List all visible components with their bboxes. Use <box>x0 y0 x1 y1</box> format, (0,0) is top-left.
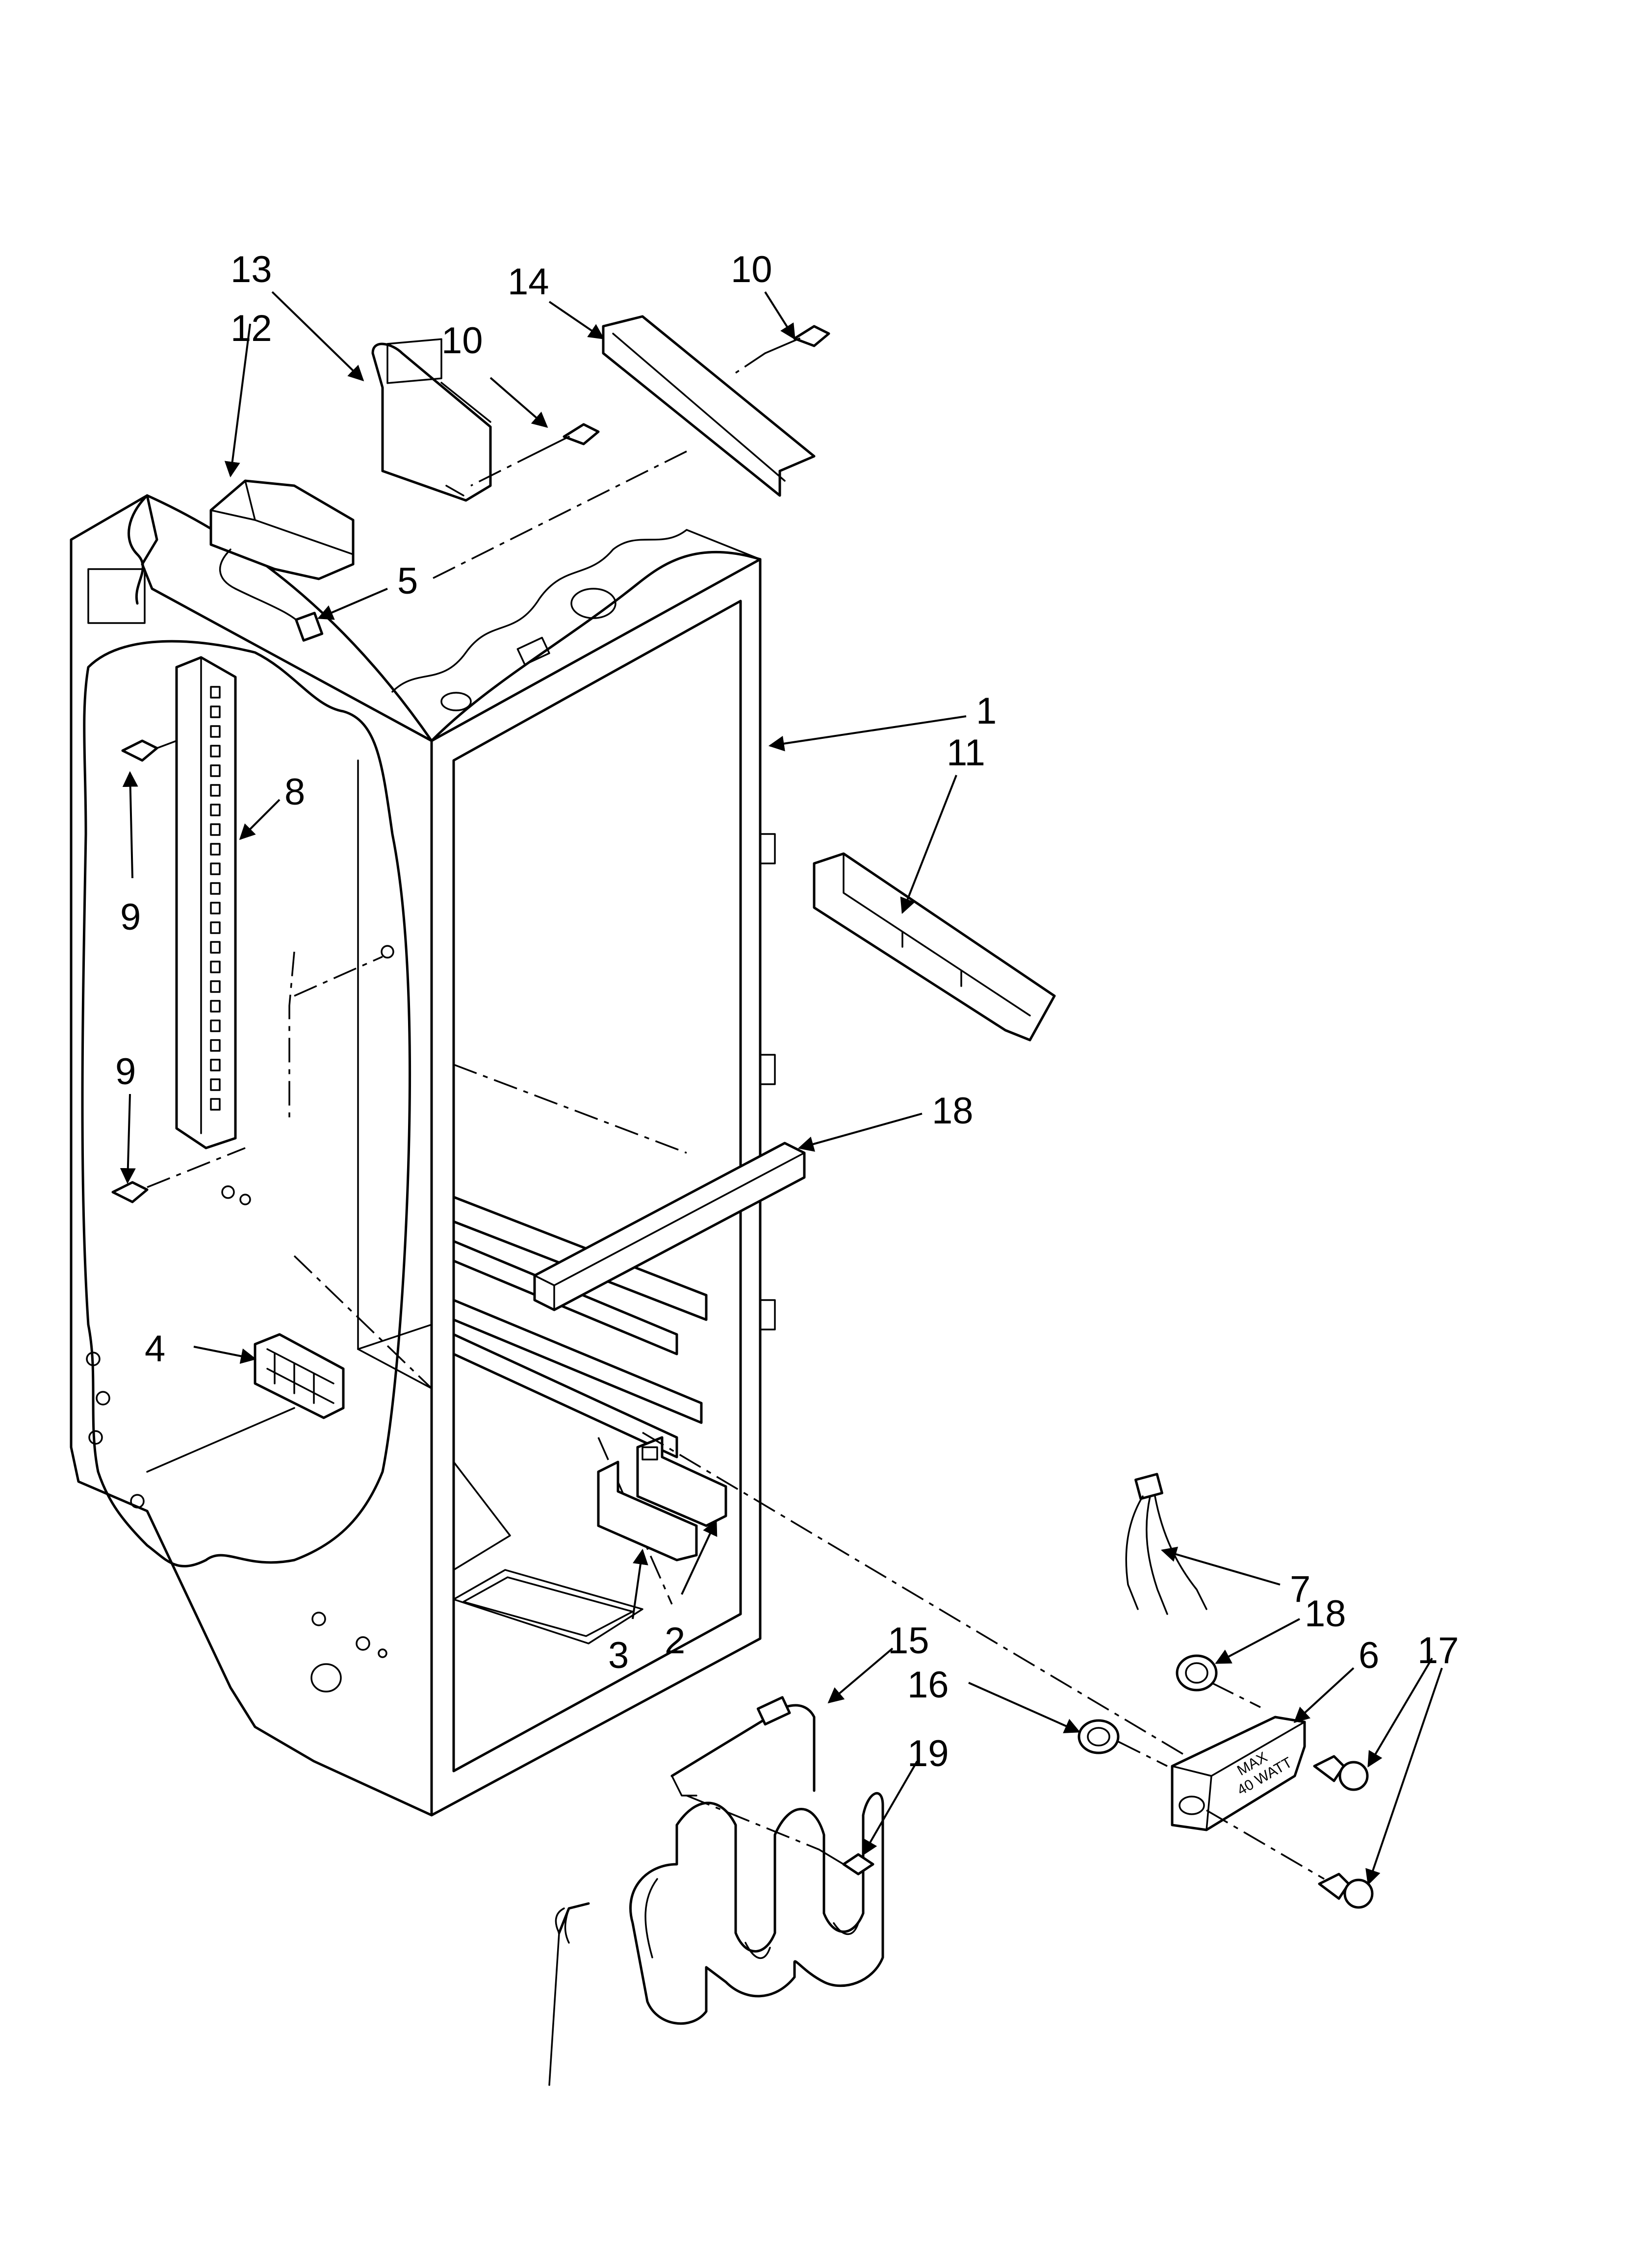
callout-18-crossbar: 18 <box>932 1090 974 1132</box>
callout-19: 19 <box>907 1733 949 1774</box>
ladder-slot <box>210 725 221 738</box>
part-7-wire-harness <box>1125 1473 1207 1615</box>
screw-10-left <box>539 423 600 452</box>
ladder-slot <box>210 1039 221 1052</box>
part-2-bracket <box>636 1436 727 1527</box>
ladder-slot <box>210 804 221 816</box>
ladder-slot <box>210 1059 221 1071</box>
ladder-slot <box>210 980 221 993</box>
ladder-slot <box>210 686 221 699</box>
callout-12: 12 <box>231 308 272 349</box>
ladder-slot <box>210 1098 221 1111</box>
part-3-bracket <box>597 1460 698 1562</box>
callout-9-bottom: 9 <box>115 1051 136 1093</box>
callout-5: 5 <box>397 560 418 602</box>
ladder-slot <box>210 745 221 757</box>
callout-14: 14 <box>508 261 549 303</box>
ladder-slot <box>210 961 221 973</box>
callout-16: 16 <box>907 1664 949 1706</box>
callout-15: 15 <box>888 1620 929 1662</box>
callout-1: 1 <box>976 690 997 732</box>
ladder-slot <box>210 1078 221 1091</box>
callout-11: 11 <box>947 732 985 774</box>
callout-13: 13 <box>231 249 272 290</box>
ladder-slot <box>210 941 221 954</box>
ladder-slot <box>210 843 221 856</box>
part-13-bracket <box>371 338 492 502</box>
ladder-slot <box>210 1019 221 1032</box>
ladder-slot <box>210 921 221 934</box>
callout-18-socket: 18 <box>1305 1593 1346 1635</box>
screw-9-bottom <box>111 1147 246 1203</box>
ladder-slot <box>210 882 221 895</box>
ladder-slot <box>210 784 221 797</box>
callout-8: 8 <box>284 771 305 813</box>
callout-10-left: 10 <box>441 320 483 362</box>
part-18-cross-bar <box>533 1142 806 1311</box>
ladder-slot <box>210 902 221 914</box>
callout-3: 3 <box>608 1635 629 1676</box>
callout-2: 2 <box>665 1620 685 1662</box>
callout-leaders <box>120 291 1443 1886</box>
part-17-pushpin-bottom <box>1318 1873 1374 1909</box>
callout-4: 4 <box>145 1328 165 1370</box>
part-8-shelf-ladder <box>175 656 237 1149</box>
ladder-slot <box>210 862 221 875</box>
callout-labels: 13 12 10 14 10 5 1 11 8 9 9 18 4 7 18 6 … <box>115 249 1459 1774</box>
part-18-lamp-socket <box>1176 1654 1218 1692</box>
ladder-slot <box>210 1000 221 1013</box>
part-4-vent-grille <box>254 1333 345 1419</box>
ladder-slot <box>210 764 221 777</box>
screw-9-top <box>121 739 178 762</box>
callout-10-right: 10 <box>731 249 772 290</box>
part-11-crisper-rail <box>813 852 1056 1042</box>
callout-9-top: 9 <box>120 896 141 938</box>
part-15-defrost-heater <box>548 1696 884 2086</box>
part-16-socket <box>1078 1719 1120 1754</box>
ladder-slot <box>210 823 221 836</box>
callout-7: 7 <box>1290 1568 1310 1610</box>
part-19-screw <box>818 1849 874 1876</box>
part-17-pushpin-top <box>1313 1755 1369 1791</box>
part-14-rail <box>602 315 816 497</box>
callout-6: 6 <box>1359 1635 1379 1676</box>
part-12-control-housing <box>209 479 355 642</box>
screw-10-right <box>764 325 830 354</box>
part-6-lamp-housing: MAX 40 WATT <box>1171 1716 1306 1831</box>
ladder-slot <box>210 705 221 718</box>
callout-17: 17 <box>1417 1630 1459 1671</box>
